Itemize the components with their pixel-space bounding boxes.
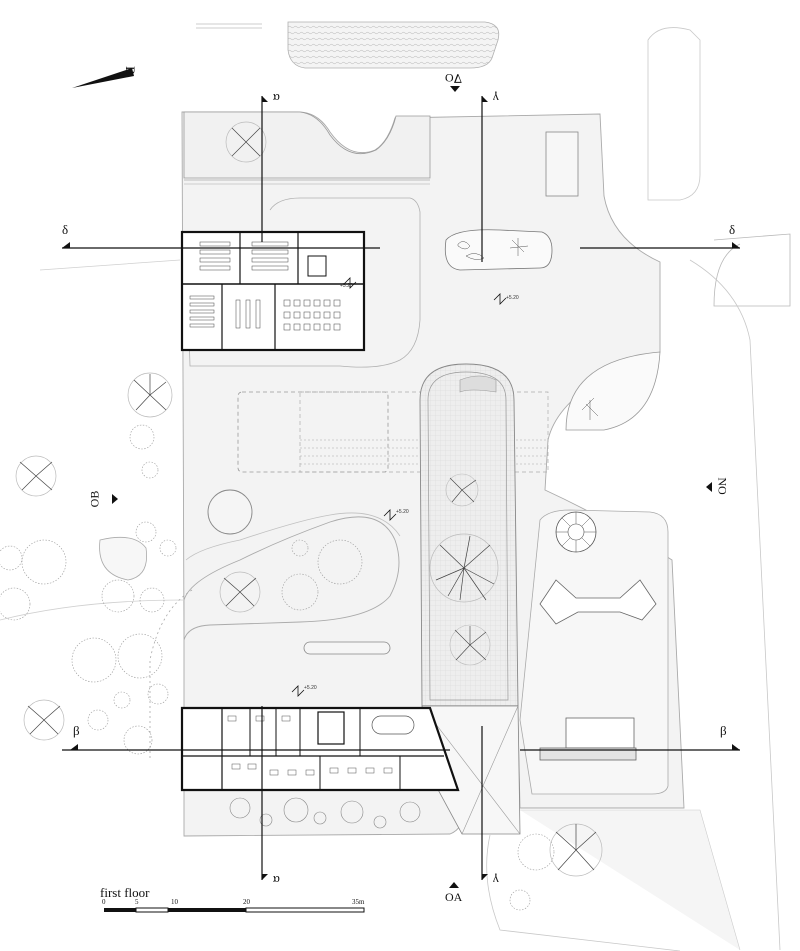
section-delta-right-label: δ <box>729 222 736 237</box>
section-alpha-bottom-label: α <box>273 873 280 888</box>
level-markers <box>291 277 507 697</box>
top-right-slab <box>545 131 579 197</box>
section-lines <box>62 96 740 880</box>
corner-quarter-circle <box>713 233 791 307</box>
scale-tick-35: 35m <box>352 898 365 906</box>
view-vo-label: ∇O <box>445 71 463 85</box>
scale-tick-5: 5 <box>135 898 139 906</box>
scale-tick-20: 20 <box>243 898 250 906</box>
north-label: B <box>122 66 138 75</box>
view-ob-label: OB <box>87 490 102 508</box>
section-gamma-top-label: γ <box>493 91 499 106</box>
stage-platform <box>565 717 635 749</box>
curved-bench <box>539 579 657 625</box>
scale-tick-10: 10 <box>171 898 178 906</box>
courtyard-center <box>185 512 401 561</box>
section-delta-left-label: δ <box>62 222 69 237</box>
top-building-floorplan <box>180 230 366 352</box>
top-hatched-planter <box>287 21 500 69</box>
left-trees <box>15 121 603 877</box>
section-gamma-bottom-label: γ <box>493 873 499 888</box>
gallery-tree-large <box>429 533 499 603</box>
left-shrubs <box>0 424 555 911</box>
drawing-title: first floor <box>100 885 150 900</box>
circular-planter <box>207 489 253 535</box>
section-arrows <box>62 68 740 888</box>
level-label-b: +5.20 <box>506 295 519 301</box>
central-gallery <box>419 363 519 707</box>
leaf-planter <box>565 351 661 431</box>
bench-pill <box>303 641 391 655</box>
section-beta-left-label: β <box>73 723 80 738</box>
gallery-tree-small <box>445 473 479 507</box>
scale-tick-0: 0 <box>102 898 106 906</box>
view-no-label: NO <box>715 477 730 495</box>
left-landscape-curve <box>0 259 185 621</box>
level-label-a: +5.20 <box>340 283 353 289</box>
bottom-trees <box>229 797 421 829</box>
upper-plaza <box>183 111 431 179</box>
level-label-d: +5.20 <box>304 685 317 691</box>
scale-bar <box>104 907 365 913</box>
section-alpha-top-label: α <box>273 91 280 106</box>
view-oa-label: OA <box>445 890 463 904</box>
bottom-building-floorplan <box>180 706 460 792</box>
level-label-c: +5.20 <box>396 509 409 515</box>
center-planter <box>444 229 553 271</box>
section-beta-right-label: β <box>720 723 727 738</box>
outline-top-right <box>647 27 701 201</box>
courtyard-top <box>187 197 421 368</box>
gallery-tree-bottom <box>449 624 491 666</box>
